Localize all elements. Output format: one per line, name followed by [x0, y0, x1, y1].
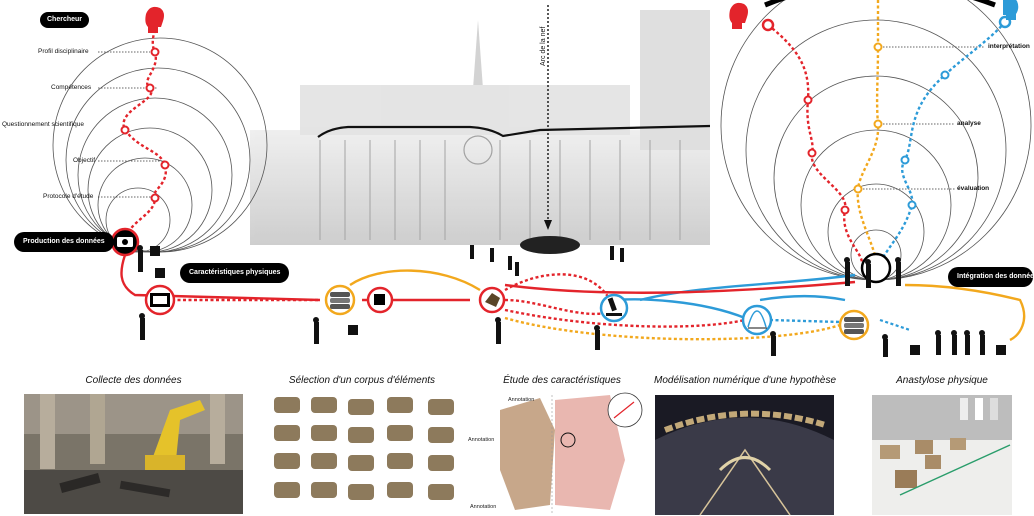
- red-flow-path: [121, 255, 470, 300]
- caption-anastylose: Anastylose physique: [872, 375, 1012, 386]
- label-protocole: Protocole d'étude: [43, 193, 93, 200]
- left-spiral-circles: [53, 38, 267, 252]
- head-icon-red: [729, 3, 748, 29]
- arc-label: Arc de la nef: [540, 27, 547, 66]
- label-interpretation: interprétation: [988, 43, 1030, 50]
- right-orange-path: [858, 0, 878, 262]
- cube-icon: [368, 288, 392, 312]
- caracteristiques-pill: Caractéristiques physiques: [180, 263, 289, 283]
- head-icon: [145, 7, 164, 33]
- chercheur-pill: Chercheur: [40, 12, 89, 28]
- caption-collecte: Collecte des données: [24, 375, 243, 386]
- photo-corpus: [274, 397, 454, 500]
- right-blue-path: [880, 22, 1005, 262]
- rubble-pile: [520, 236, 580, 254]
- orange-flow-path: [350, 271, 480, 290]
- caption-selection: Sélection d'un corpus d'éléments: [262, 375, 462, 386]
- annotation-2: Annotation: [468, 437, 494, 443]
- photo-caracteristiques: [500, 393, 642, 515]
- left-red-path: [124, 30, 166, 240]
- film-icon: [146, 286, 174, 314]
- label-analyse: analyse: [957, 120, 981, 127]
- fragment-icon: [480, 288, 504, 312]
- annotation-1: Annotation: [508, 397, 534, 403]
- caption-modelisation: Modélisation numérique d'une hypothèse: [645, 375, 845, 386]
- stack-icon: [326, 286, 354, 314]
- production-pill: Production des données: [14, 232, 114, 252]
- curve-chart-icon: [743, 306, 771, 334]
- stack-icon-right: [840, 311, 868, 339]
- camera-icon: [112, 229, 138, 255]
- label-profil: Profil disciplinaire: [38, 48, 89, 55]
- label-evaluation: évaluation: [957, 185, 989, 192]
- caption-etude: Étude des caractéristiques: [487, 375, 637, 386]
- photo-anastylose: [872, 395, 1012, 515]
- integration-pill: Intégration des données: [948, 267, 1033, 287]
- microscope-icon: [601, 295, 627, 321]
- people-silhouettes: [137, 245, 985, 357]
- label-competences: Compétences: [51, 84, 91, 91]
- annotation-3: Annotation: [470, 504, 496, 510]
- label-questionnement: Questionnement scientifique: [2, 121, 84, 128]
- label-objectif: Objectif: [73, 157, 95, 164]
- photo-collecte: [24, 394, 243, 514]
- photo-modelisation: [655, 395, 834, 515]
